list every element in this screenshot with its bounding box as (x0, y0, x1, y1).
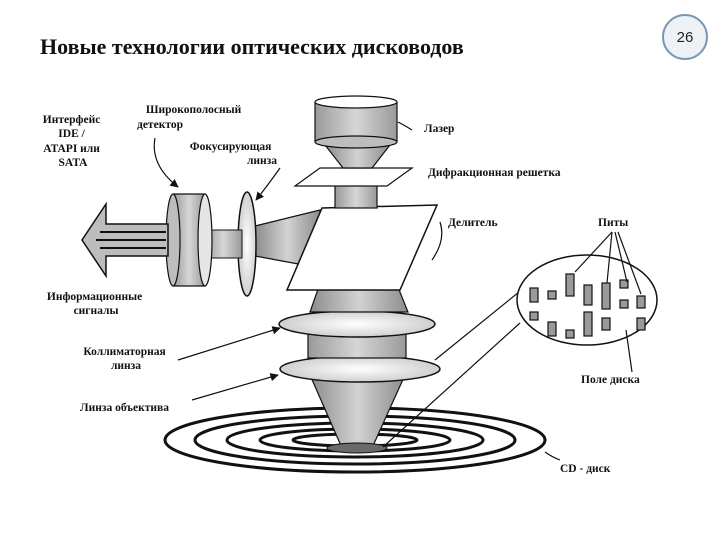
laser-unit (314, 95, 398, 149)
label-interface: Интерфейс IDE / ATAPI или SATA (43, 114, 103, 169)
pointers (153, 121, 642, 461)
label-disk-field: Поле диска (581, 374, 640, 386)
label-cd-disk: CD - диск (560, 463, 611, 475)
collimator-lens (278, 310, 436, 338)
diffraction-grating (293, 167, 414, 187)
label-diffraction-grating: Дифракционная решетка (428, 167, 561, 179)
pits (529, 273, 646, 339)
label-beam-splitter: Делитель (448, 217, 498, 229)
wideband-detector (165, 193, 213, 287)
disk-zoom-callout (382, 254, 658, 448)
label-info-signals: Информационные сигналы (47, 291, 145, 317)
signal-arrow (81, 201, 169, 279)
page-number-badge: 26 (662, 14, 708, 60)
label-objective-lens: Линза объектива (80, 402, 169, 414)
beam-splitter (285, 204, 439, 291)
label-focusing-lens: Фокусирующая линза (190, 141, 278, 167)
laser-spot (326, 442, 388, 454)
label-collimator-lens: Коллиматорная линза (83, 346, 168, 372)
label-pits: Питы (598, 217, 628, 229)
slide-title: Новые технологии оптических дисководов (40, 34, 464, 59)
label-wideband-detector: Широкополосный детектор (137, 104, 244, 131)
objective-lens (279, 355, 441, 383)
label-laser: Лазер (424, 123, 454, 135)
